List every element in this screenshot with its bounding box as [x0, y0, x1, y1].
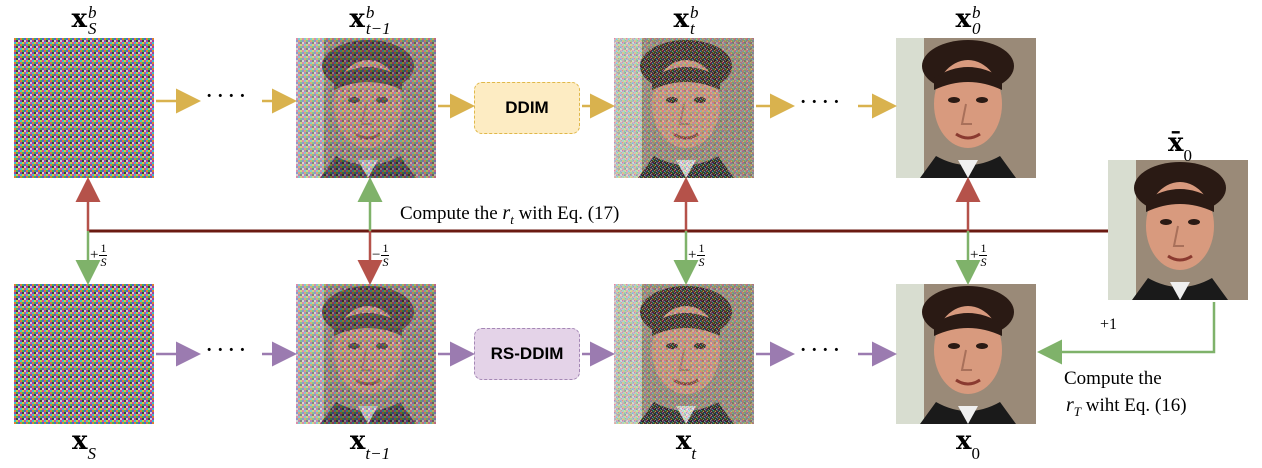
image-face-top-t	[612, 36, 756, 180]
image-face-top-t-minus-1	[294, 36, 438, 180]
label-x-t-minus-1: xt−1	[349, 426, 391, 464]
image-noise-top	[14, 38, 154, 178]
image-face-bottom-t	[612, 282, 756, 426]
green-plus-one-path	[1037, 302, 1216, 365]
plus-one-label: +1	[1100, 316, 1118, 333]
dots-top-2: · · · ·	[800, 92, 840, 113]
compute-rT-text-line2: rT wiht Eq. (16)	[1066, 394, 1187, 419]
image-noise-bottom	[14, 284, 154, 424]
label-x-S: xS	[71, 426, 97, 464]
image-face-bottom-t-minus-1	[294, 282, 438, 426]
image-face-top-0	[894, 36, 1038, 180]
dots-bottom-2: · · · ·	[800, 340, 840, 361]
dots-top-1: · · · ·	[206, 86, 246, 107]
dots-bottom-1: · · · ·	[206, 340, 246, 361]
compute-rT-text-line1: Compute the	[1064, 368, 1162, 389]
label-x-bar-0: x̄0	[1167, 128, 1193, 166]
ddim-box: DDIM	[474, 82, 580, 134]
image-face-reference	[1106, 158, 1250, 302]
image-face-bottom-0	[894, 282, 1038, 426]
compute-rt-text: Compute the rt with Eq. (17)	[400, 202, 620, 227]
label-x-t: xt	[675, 426, 697, 464]
label-x-0: x0	[955, 426, 981, 464]
rs-ddim-box: RS-DDIM	[474, 328, 580, 380]
